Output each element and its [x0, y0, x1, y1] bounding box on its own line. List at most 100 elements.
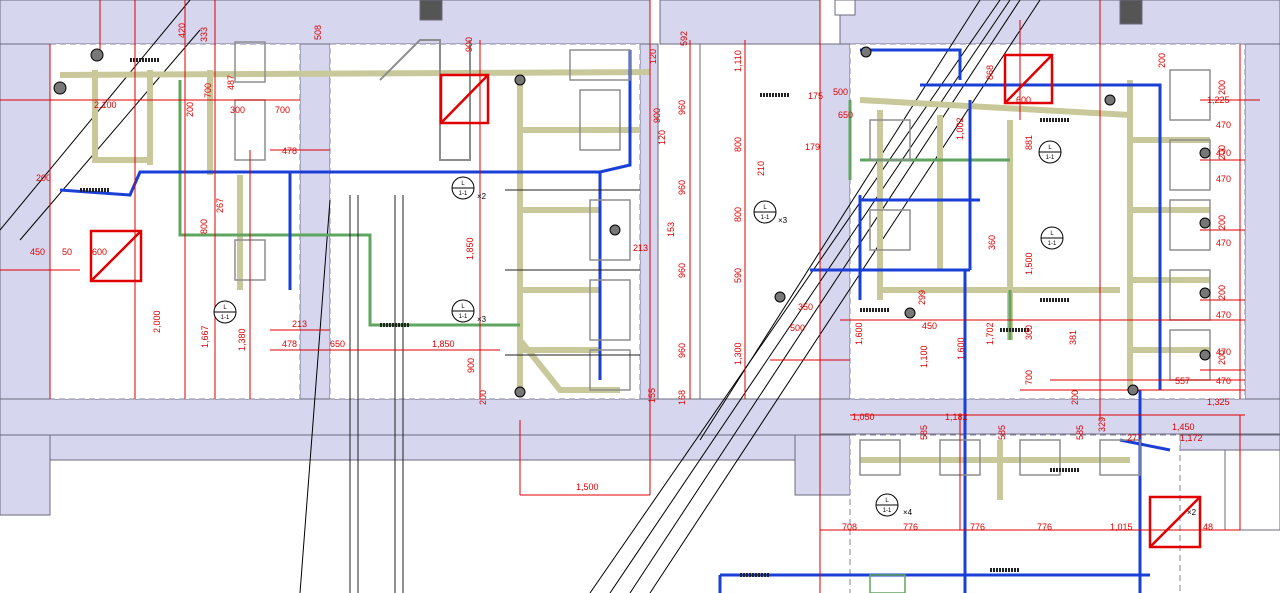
- dim-213-a: 213: [292, 319, 307, 329]
- dim-1380: 1,380: [237, 328, 247, 351]
- dim-1015: 1,015: [1110, 522, 1133, 532]
- fitting-2: [53, 81, 67, 95]
- dim-1050: 1,050: [852, 412, 875, 422]
- dim-470-7: 470: [1216, 376, 1231, 386]
- dim-650: 650: [330, 339, 345, 349]
- dim-900-c: 900: [466, 358, 476, 373]
- dim-200-c: 200: [185, 102, 195, 117]
- dim-800-a: 800: [733, 137, 743, 152]
- dimension-labels: 420 333 508 900 592 1,110 120 960 120 90…: [30, 23, 1231, 532]
- dim-900-a: 900: [464, 37, 474, 52]
- section-mark-1-bottom: 1-1: [221, 315, 230, 321]
- room-left: [49, 43, 301, 400]
- dim-120-b: 120: [657, 130, 667, 145]
- dim-200-i: 200: [1217, 350, 1227, 365]
- section-mark-2: L 1-1: [451, 176, 475, 200]
- dim-600-b: 600: [1016, 95, 1031, 105]
- dim-470-6: 470: [1216, 347, 1231, 357]
- dim-900-b: 900: [652, 108, 662, 123]
- dim-800-b: 800: [199, 219, 209, 234]
- section-mark-7-bottom: 1-1: [883, 508, 892, 514]
- dim-329: 329: [1097, 417, 1107, 432]
- wall-bottom-left-strip: [49, 434, 821, 461]
- dim-200-h: 200: [1217, 285, 1227, 300]
- fitting-1: [90, 48, 104, 62]
- dim-776-a: 776: [903, 522, 918, 532]
- fitting-9: [1127, 384, 1139, 396]
- dim-300-b: 300: [1024, 325, 1034, 340]
- unit-b2: [579, 89, 621, 151]
- dim-881: 881: [1024, 135, 1034, 150]
- dim-175: 175: [808, 91, 823, 101]
- section-mark-7-top: L: [885, 498, 889, 504]
- dim-585-a: 585: [919, 425, 929, 440]
- dim-48: 48: [1203, 522, 1213, 532]
- column-mid-1: [639, 43, 659, 400]
- dim-1500-b: 1,500: [1024, 252, 1034, 275]
- dim-1225: 1,225: [1207, 95, 1230, 105]
- dim-1110: 1,110: [733, 50, 743, 72]
- section-mark-1: L 1-1: [213, 300, 237, 324]
- section-mark-7-count: ×4: [903, 508, 913, 517]
- section-mark-4-bottom: 1-1: [761, 215, 770, 221]
- dim-960-d: 960: [677, 343, 687, 358]
- section-mark-6-top: L: [1050, 231, 1054, 237]
- section-mark-3: L 1-1: [451, 299, 475, 323]
- dim-960-b: 960: [677, 180, 687, 195]
- dim-450-a: 450: [30, 247, 45, 257]
- dim-155: 155: [647, 388, 657, 403]
- dim-1500: 1,500: [576, 482, 599, 492]
- dim-1300: 1,300: [733, 342, 743, 365]
- dim-1702: 1,702: [985, 322, 995, 345]
- dim-557: 557: [1175, 376, 1190, 386]
- unit-e4: [1099, 439, 1141, 476]
- section-mark-3-top: L: [461, 304, 465, 310]
- column-left-1: [299, 43, 331, 400]
- marker-box-2: [439, 73, 490, 125]
- section-mark-3-count: ×3: [477, 315, 487, 324]
- dim-450-b: 450: [922, 321, 937, 331]
- section-mark-4-count: ×3: [778, 216, 788, 225]
- dim-420: 420: [177, 23, 187, 38]
- dim-200-e: 200: [1217, 80, 1227, 95]
- dim-2100: 2,100: [94, 100, 117, 110]
- dim-487: 487: [226, 75, 236, 90]
- dim-120-a: 120: [648, 49, 658, 64]
- marker-box-4: [1148, 495, 1202, 549]
- dim-960-a: 960: [677, 100, 687, 115]
- dim-1002: 1,002: [955, 117, 965, 140]
- unit-e1: [859, 439, 901, 476]
- dim-50: 50: [62, 247, 72, 257]
- pipes-blue: [59, 48, 1171, 593]
- dim-200-g: 200: [1217, 215, 1227, 230]
- dim-1600: 1,600: [854, 322, 864, 345]
- section-mark-2-top: L: [461, 181, 465, 187]
- dim-153: 153: [666, 222, 676, 237]
- section-mark-2-count: ×2: [477, 192, 487, 201]
- dim-585-b: 585: [997, 425, 1007, 440]
- dim-470-5: 470: [1216, 310, 1231, 320]
- section-mark-1-top: L: [223, 305, 227, 311]
- fitting-8: [1104, 94, 1116, 106]
- dim-585-c: 585: [1075, 425, 1085, 440]
- fitting-7: [904, 307, 916, 319]
- wall-left: [0, 43, 51, 400]
- dim-470-1: 470: [1216, 120, 1231, 130]
- room-center: [329, 43, 641, 400]
- section-mark-6: L 1-1: [1040, 226, 1064, 250]
- unit-b4: [589, 279, 631, 341]
- dim-592: 592: [679, 31, 689, 46]
- dim-200-f: 200: [1217, 145, 1227, 160]
- dim-1172: 1,172: [1180, 433, 1203, 443]
- dim-800-c: 800: [733, 207, 743, 222]
- section-mark-7: L 1-1: [875, 493, 899, 517]
- dim-1450: 1,450: [1172, 422, 1195, 432]
- dim-1182: 1,182: [945, 412, 968, 422]
- dim-200-d: 200: [1157, 53, 1167, 68]
- dim-650-b: 650: [838, 110, 853, 120]
- fitting-5: [609, 224, 621, 236]
- dim-1850-a: 1,850: [465, 237, 475, 260]
- dim-360: 360: [987, 235, 997, 250]
- dim-508: 508: [313, 25, 323, 40]
